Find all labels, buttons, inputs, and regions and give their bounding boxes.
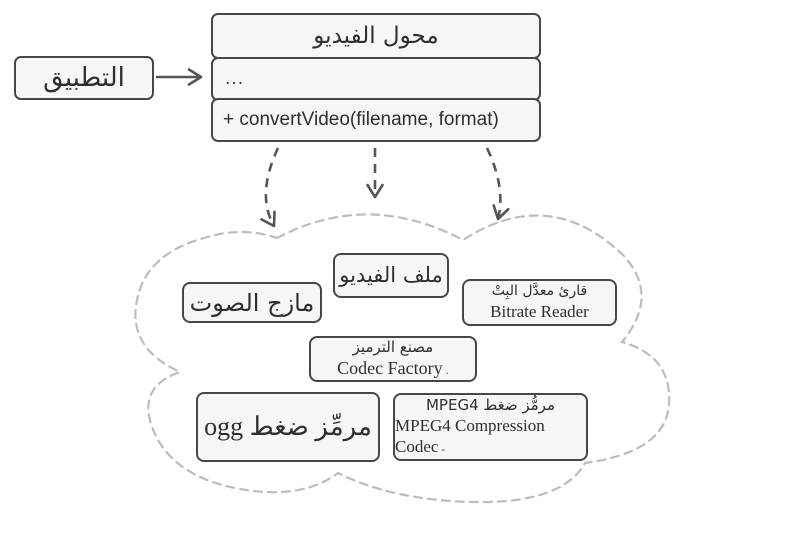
video-file-label: ملف الفيديو [339,263,443,288]
facade-class-method: + convertVideo(filename, format) [211,98,541,142]
subsystem-box-video-file: ملف الفيديو [333,253,449,298]
subsystem-box-codec-factory: مصنع الترميز Codec Factory . [309,336,477,382]
mpeg4-codec-label-ar: مرمُّز ضغط MPEG4 [425,396,555,415]
bitrate-reader-label-ar: قارئ معدَّل البِتْ [491,283,588,300]
codec-factory-label-ar: مصنع الترميز [352,338,434,357]
codec-factory-trailing-mark: . [445,362,449,378]
mpeg4-codec-trailing-mark: - [441,441,446,456]
ogg-codec-label: مرمِّز ضغط ogg [204,411,372,441]
dashed-arrow-right [485,147,510,221]
facade-class-attributes: ... [211,56,541,101]
audio-mixer-label: مازج الصوت [189,288,315,317]
client-app-box: التطبيق [14,56,154,100]
codec-factory-label-en: Codec Factory [337,358,443,379]
subsystem-box-ogg-codec: مرمِّز ضغط ogg [196,392,380,462]
facade-class-box: محول الفيديو ... + convertVideo(filename… [211,13,541,142]
subsystem-box-mpeg4-codec: مرمُّز ضغط MPEG4 MPEG4 Compression Codec… [393,393,588,461]
subsystem-box-bitrate-reader: قارئ معدَّل البِتْ Bitrate Reader [462,279,617,326]
facade-class-title: محول الفيديو [211,13,541,59]
mpeg4-codec-label-en: MPEG4 Compression Codec [395,416,545,457]
subsystem-box-audio-mixer: مازج الصوت [182,282,322,323]
bitrate-reader-label-en: Bitrate Reader [490,301,589,321]
dashed-arrow-left [260,147,280,228]
client-app-label: التطبيق [43,62,125,93]
